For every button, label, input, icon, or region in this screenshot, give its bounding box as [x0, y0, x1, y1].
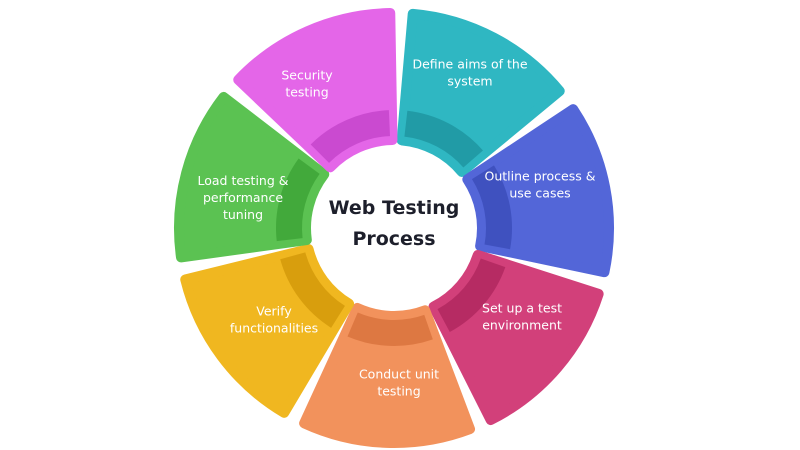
segment-setup-environment: [428, 249, 604, 426]
segment-label-load-testing-line-3: tuning: [223, 207, 263, 222]
segment-security-testing: [233, 8, 398, 173]
segment-outline-process: [462, 104, 614, 278]
segment-label-define-aims-line-2: system: [447, 74, 492, 89]
segment-define-aims: [396, 8, 565, 177]
segment-label-setup-environment-line-2: environment: [482, 318, 562, 333]
segment-label-verify-functionalities-line-2: functionalities: [230, 321, 318, 336]
segment-verify-functionalities: [180, 244, 355, 418]
segment-label-load-testing-line-1: Load testing &: [197, 173, 288, 188]
segment-band-load-testing: [275, 158, 320, 242]
segment-label-outline-process-line-2: use cases: [509, 186, 570, 201]
segment-load-testing: [174, 91, 330, 263]
segment-label-load-testing-line-2: performance: [203, 190, 283, 205]
segment-label-security-testing-line-1: Security: [281, 68, 333, 83]
segment-band-outline-process: [471, 165, 512, 250]
segment-label-conduct-unit-testing-line-1: Conduct unit: [359, 367, 439, 382]
segment-label-verify-functionalities-line-1: Verify: [256, 304, 292, 319]
segment-shape-conduct-unit-testing: [299, 302, 476, 448]
process-segments: [174, 8, 614, 448]
center-title-line-2: Process: [352, 228, 435, 250]
center-title-line-1: Web Testing: [329, 197, 460, 219]
segment-label-security-testing-line-2: testing: [285, 85, 328, 100]
segment-band-verify-functionalities: [280, 252, 345, 328]
segment-label-outline-process-line-1: Outline process &: [485, 169, 596, 184]
segment-conduct-unit-testing: [299, 302, 476, 448]
segment-band-security-testing: [310, 110, 390, 163]
segment-label-conduct-unit-testing-line-2: testing: [377, 384, 420, 399]
segment-band-define-aims: [404, 110, 483, 168]
segment-label-define-aims-line-1: Define aims of the: [412, 57, 527, 72]
segment-band-setup-environment: [437, 258, 506, 332]
segment-label-setup-environment-line-1: Set up a test: [482, 301, 562, 316]
segment-band-conduct-unit-testing: [347, 312, 433, 346]
